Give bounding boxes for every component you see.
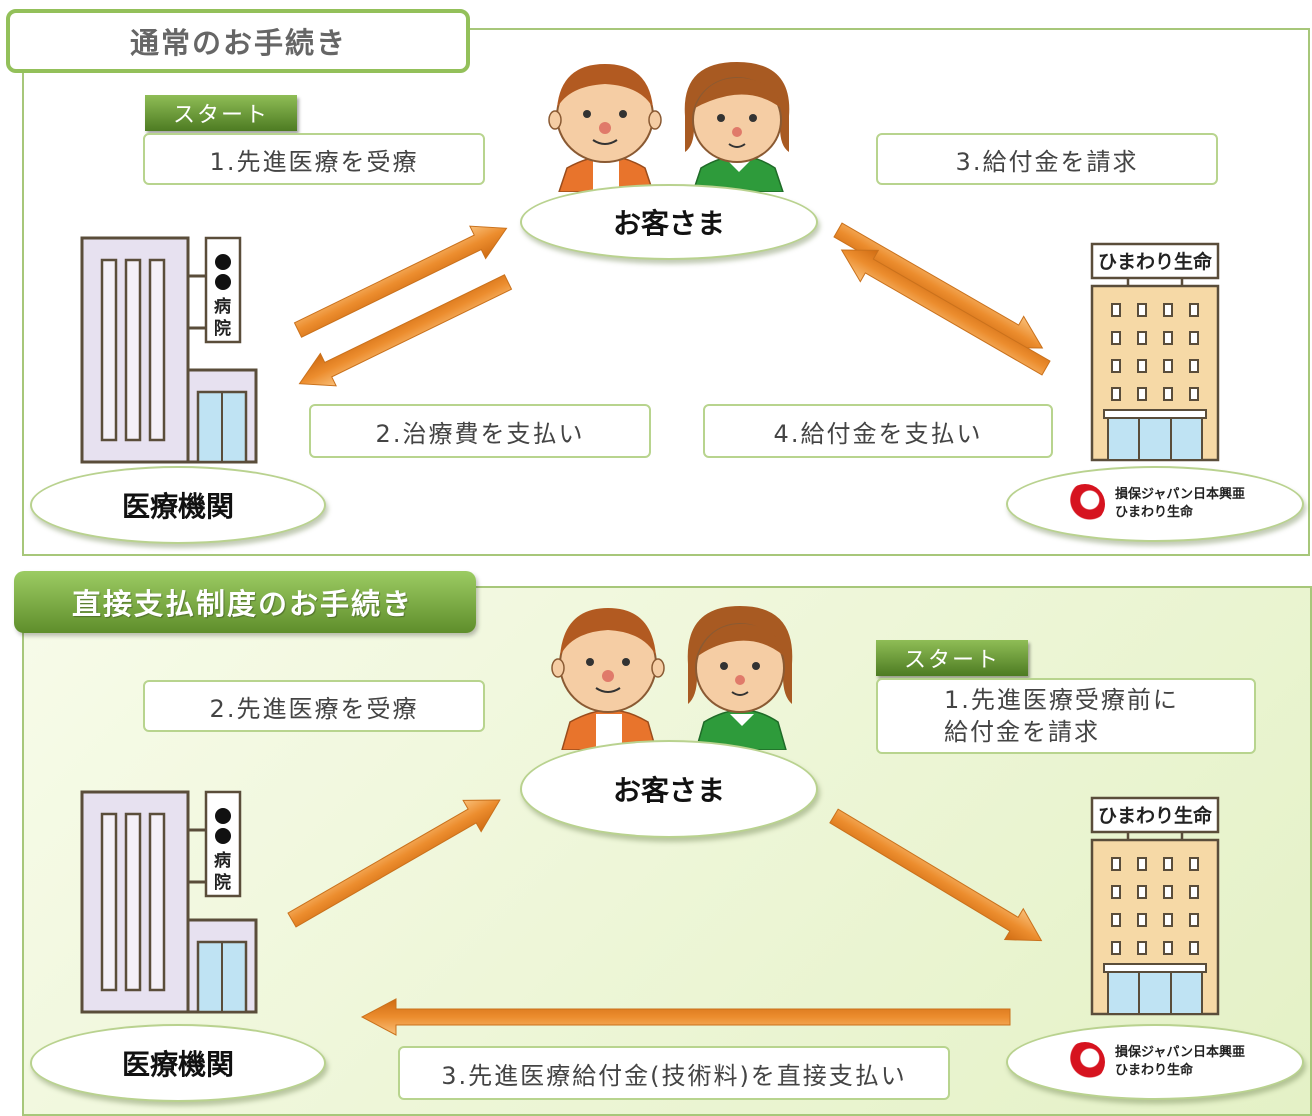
insurer-sign: ひまわり生命: [1098, 804, 1213, 827]
hospital-sign-char-1: 病: [214, 296, 231, 317]
step-pay-treatment-fee: 2.治療費を支払い: [309, 404, 651, 458]
hospital-sign-char-2: 院: [214, 318, 231, 339]
hospital-label-normal: 医療機関: [30, 466, 326, 544]
brand-line-1: 損保ジャパン日本興亜: [1114, 1045, 1245, 1060]
insurer-sign: ひまわり生命: [1098, 250, 1213, 273]
step-benefit-payment: 4.給付金を支払い: [703, 404, 1053, 458]
step-claim-benefit: 3.給付金を請求: [876, 133, 1218, 185]
brand-line-1: 損保ジャパン日本興亜: [1114, 487, 1245, 502]
hospital-label-direct: 医療機関: [30, 1024, 326, 1102]
hospital-sign-char-1: 病: [214, 850, 231, 871]
hospital-building-icon: 病 院: [80, 790, 258, 1014]
step-claim-line2: 給付金を請求: [944, 718, 1100, 746]
office-building-icon: ひまわり生命: [1090, 242, 1220, 462]
customer-couple-icon: [551, 606, 793, 750]
brand-logo-icon: [1064, 484, 1105, 524]
step-claim-line1: 1.先進医療受療前に: [944, 686, 1179, 714]
normal-procedure-title: 通常のお手続き: [6, 9, 470, 73]
arrow-hospital-to-customer-direct-icon: [287, 799, 501, 928]
office-building-icon: ひまわり生命: [1090, 796, 1220, 1016]
customer-label-normal: お客さま: [520, 184, 818, 260]
hospital-sign-char-2: 院: [214, 872, 231, 893]
start-badge-normal: スタート: [145, 95, 297, 131]
arrow-insurer-to-hospital-direct-icon: [360, 998, 1011, 1036]
step-direct-payment: 3.先進医療給付金(技術料)を直接支払い: [398, 1046, 950, 1100]
step-receive-treatment-normal: 1.先進医療を受療: [143, 133, 485, 185]
brand-line-2: ひまわり生命: [1114, 505, 1193, 520]
arrow-insurer-to-customer-icon: [840, 249, 1051, 376]
insurer-label-normal: 損保ジャパン日本興亜 ひまわり生命: [1006, 466, 1304, 542]
step-receive-treatment-direct: 2.先進医療を受療: [143, 680, 485, 732]
direct-payment-title: 直接支払制度のお手続き: [14, 571, 476, 633]
customer-couple-icon: [548, 62, 790, 192]
customer-label-direct: お客さま: [520, 740, 818, 838]
hospital-building-icon: 病 院: [80, 236, 258, 464]
step-claim-before-treatment: 1.先進医療受療前に 給付金を請求: [876, 678, 1256, 754]
insurer-label-direct: 損保ジャパン日本興亜 ひまわり生命: [1006, 1024, 1304, 1100]
arrow-customer-to-insurer-direct-icon: [829, 808, 1043, 942]
arrow-hospital-to-customer-icon: [293, 225, 508, 338]
insurer-brand: 損保ジャパン日本興亜 ひまわり生命: [1064, 1042, 1245, 1082]
brand-logo-icon: [1064, 1042, 1105, 1082]
insurer-brand: 損保ジャパン日本興亜 ひまわり生命: [1064, 484, 1245, 524]
arrow-customer-to-hospital-icon: [298, 274, 513, 387]
arrow-customer-to-insurer-icon: [833, 222, 1044, 349]
brand-line-2: ひまわり生命: [1114, 1063, 1193, 1078]
start-badge-direct: スタート: [876, 640, 1028, 676]
